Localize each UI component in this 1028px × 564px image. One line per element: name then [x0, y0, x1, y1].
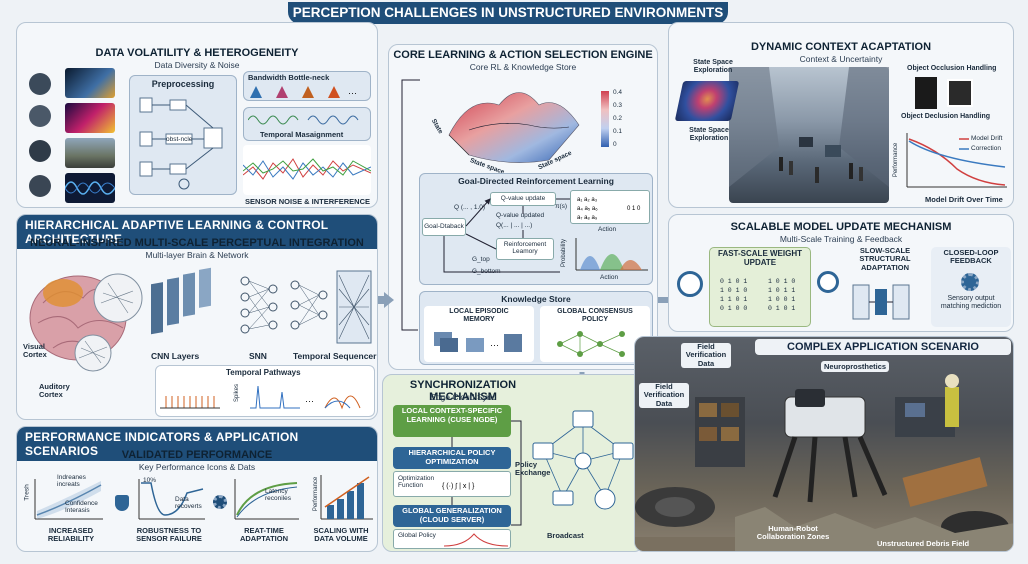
- correction-legend: Correction: [971, 145, 1001, 152]
- occlusion-label-1: Object Occlusion Handling: [907, 65, 996, 72]
- sync-panel: SYNCHRONIZATION MECHANISM Edge Cloud Syn…: [382, 374, 644, 552]
- matrix1-row-0: 0 1 0 1: [720, 278, 747, 285]
- occlusion-thumb-2: [947, 79, 973, 107]
- fast-update-label: FAST-SCALE WEIGHT UPDATE: [710, 248, 810, 268]
- slow-adaptation-label: SLOW-SCALE STRUCTURAL ADAPTATION: [845, 247, 925, 272]
- matrix1-row-1: 1 0 1 0: [720, 287, 747, 294]
- field-data-label-2: Field Verification Data: [639, 383, 689, 408]
- policy-exchange-label: Policy Exchange: [515, 461, 555, 478]
- occlusion-label-2: Object Declusion Handling: [901, 113, 990, 120]
- dynamic-context-panel: DYNAMIC CONTEXT ACAPTATION Context & Unc…: [668, 22, 1014, 208]
- matrix2-row-2: 1 0 0 1: [768, 296, 795, 303]
- neuroprosthetics-label: Neuroprosthetics: [821, 361, 889, 372]
- matrix2-row-3: 0 1 0 1: [768, 305, 795, 312]
- state-space-label-1: State Space Exploration: [683, 59, 743, 74]
- matrix1-row-3: 0 1 0 0: [720, 305, 747, 312]
- closed-loop-label: CLOSED-LOOP FEEDBACK: [931, 247, 1011, 266]
- dynamic-context-title: DYNAMIC CONTEXT ACAPTATION: [669, 41, 1013, 53]
- scalable-title: SCALABLE MODEL UPDATE MECHANISM: [669, 221, 1013, 233]
- performance-axis-label: Performance: [893, 143, 899, 177]
- model-drift-legend: Model Drift: [971, 135, 1002, 142]
- gears-icon: [961, 273, 979, 291]
- scalable-subtitle: Multi-Scale Training & Feedback: [669, 234, 1013, 244]
- application-panel: COMPLEX APPLICATION SCENARIO Field Verif…: [634, 336, 1014, 552]
- street-scene-image: [729, 67, 889, 203]
- closed-loop-box: CLOSED-LOOP FEEDBACK Sensory output matc…: [931, 247, 1011, 327]
- stopwatch-icon-1: [677, 271, 703, 297]
- field-data-label-1: Field Verification Data: [681, 343, 731, 368]
- state-space-label-2: State Space Exploration: [679, 127, 739, 142]
- hrc-zone-label: Human-Robot Collaboration Zones: [753, 525, 833, 542]
- matrix2-row-1: 1 0 1 1: [768, 287, 795, 294]
- matrix2-row-0: 1 0 1 0: [768, 278, 795, 285]
- slow-adaptation-box: SLOW-SCALE STRUCTURAL ADAPTATION: [845, 247, 925, 327]
- drift-over-time-label: Model Drift Over Time: [925, 195, 1003, 204]
- matrix1-row-2: 1 1 0 1: [720, 296, 747, 303]
- application-title: COMPLEX APPLICATION SCENARIO: [755, 339, 1011, 355]
- occlusion-thumb-1: [915, 77, 937, 109]
- scalable-panel: SCALABLE MODEL UPDATE MECHANISM Multi-Sc…: [668, 214, 1014, 332]
- state-space-heatmap: [675, 81, 740, 121]
- broadcast-label: Broadcast: [547, 531, 584, 540]
- stopwatch-icon-2: [817, 271, 839, 293]
- fast-update-box: FAST-SCALE WEIGHT UPDATE 0 1 0 1 1 0 1 0…: [709, 247, 811, 327]
- debris-field-label: Unstructured Debris Field: [877, 539, 969, 548]
- sensory-output-label: Sensory output matching mediction: [933, 295, 1009, 310]
